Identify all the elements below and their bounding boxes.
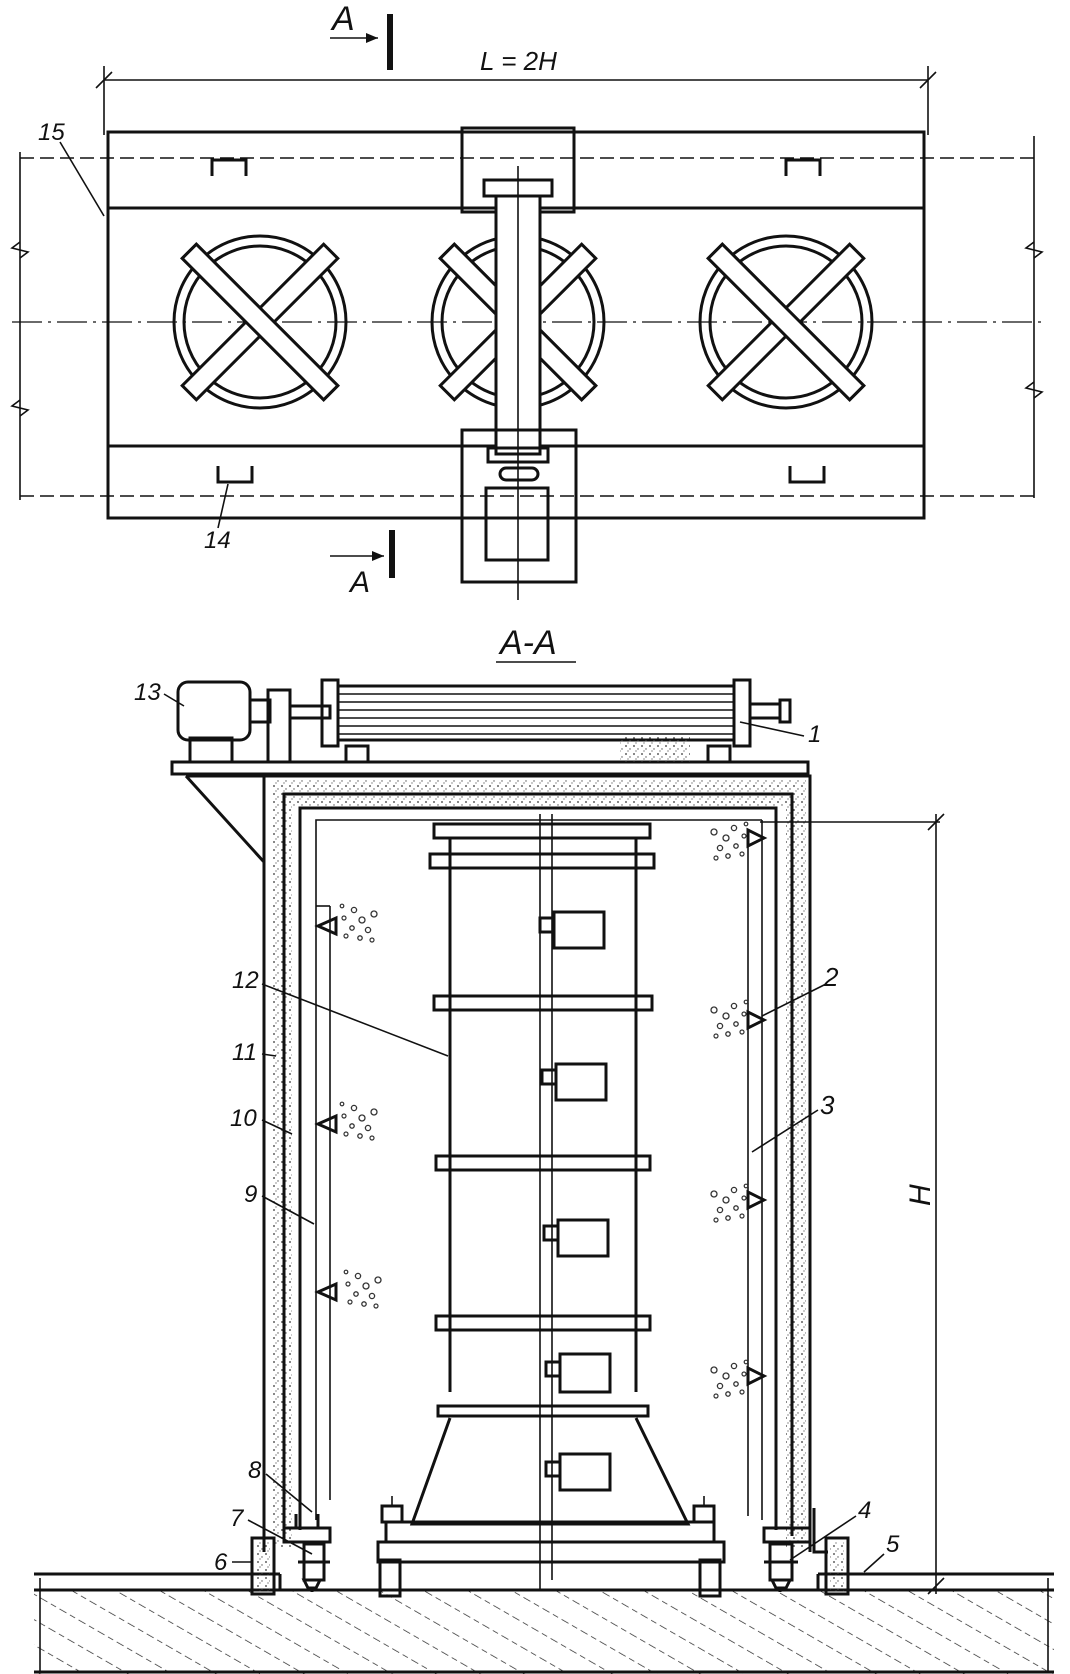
callout-4: 4 bbox=[789, 1497, 871, 1561]
plan-outer-outline bbox=[106, 130, 926, 520]
svg-text:10: 10 bbox=[230, 1105, 257, 1132]
plan-drum-shaft bbox=[482, 166, 554, 600]
callout-13: 13 bbox=[134, 679, 185, 707]
plan-view: L = 2H A bbox=[10, 0, 1045, 600]
plan-drive-block bbox=[460, 428, 578, 584]
height-dimension: H bbox=[760, 813, 945, 1595]
callout-9: 9 bbox=[244, 1181, 315, 1225]
channel-bottom-right bbox=[788, 466, 826, 484]
svg-text:9: 9 bbox=[244, 1181, 257, 1208]
callout-3: 3 bbox=[751, 1090, 835, 1153]
svg-text:8: 8 bbox=[248, 1457, 262, 1484]
callout-14: 14 bbox=[204, 483, 231, 554]
column-form-12 bbox=[409, 814, 691, 1590]
callout-15: 15 bbox=[38, 119, 105, 217]
svg-text:6: 6 bbox=[214, 1549, 228, 1576]
svg-text:3: 3 bbox=[820, 1090, 835, 1120]
turntable-right bbox=[698, 234, 874, 410]
callout-12: 12 bbox=[232, 967, 449, 1057]
callout-6: 6 bbox=[214, 1549, 252, 1576]
nozzles-right bbox=[711, 822, 768, 1398]
height-dimension-label: H bbox=[904, 1184, 937, 1206]
section-view: A-A bbox=[34, 624, 1054, 1674]
foundation bbox=[34, 1572, 1054, 1674]
section-title: A-A bbox=[498, 624, 557, 662]
right-wheel-assembly bbox=[762, 1508, 850, 1596]
callout-5: 5 bbox=[863, 1531, 900, 1573]
svg-text:14: 14 bbox=[204, 527, 231, 554]
svg-text:1: 1 bbox=[808, 721, 821, 748]
callout-7: 7 bbox=[230, 1505, 313, 1555]
channel-top-right bbox=[784, 158, 822, 176]
section-mark-bottom-letter: A bbox=[348, 566, 370, 599]
drum-1 bbox=[320, 678, 792, 764]
callout-10: 10 bbox=[230, 1105, 293, 1135]
portal-frame bbox=[262, 774, 812, 1552]
top-platform bbox=[170, 760, 810, 864]
channel-top-left bbox=[210, 158, 248, 176]
svg-text:12: 12 bbox=[232, 967, 259, 994]
svg-text:7: 7 bbox=[230, 1505, 245, 1532]
svg-text:13: 13 bbox=[134, 679, 161, 706]
svg-text:15: 15 bbox=[38, 119, 65, 146]
length-dimension: L = 2H bbox=[95, 46, 937, 135]
turntable-base bbox=[376, 1496, 726, 1598]
callout-8: 8 bbox=[248, 1457, 313, 1513]
svg-text:5: 5 bbox=[886, 1531, 900, 1558]
turntable-left bbox=[172, 234, 348, 410]
svg-text:4: 4 bbox=[858, 1497, 871, 1524]
section-mark-bottom: A bbox=[330, 530, 395, 599]
callout-2: 2 bbox=[761, 962, 839, 1017]
section-mark-top: A bbox=[330, 0, 393, 70]
svg-text:2: 2 bbox=[823, 962, 839, 992]
callout-11: 11 bbox=[232, 1039, 277, 1066]
motor-13 bbox=[176, 680, 332, 764]
section-mark-top-letter: A bbox=[330, 0, 355, 38]
callout-1: 1 bbox=[739, 721, 821, 748]
svg-text:11: 11 bbox=[232, 1039, 257, 1066]
channel-bottom-left bbox=[216, 466, 254, 484]
nozzles-left bbox=[314, 903, 382, 1309]
left-wheel-assembly bbox=[250, 1514, 332, 1596]
length-dimension-label: L = 2H bbox=[480, 46, 557, 76]
